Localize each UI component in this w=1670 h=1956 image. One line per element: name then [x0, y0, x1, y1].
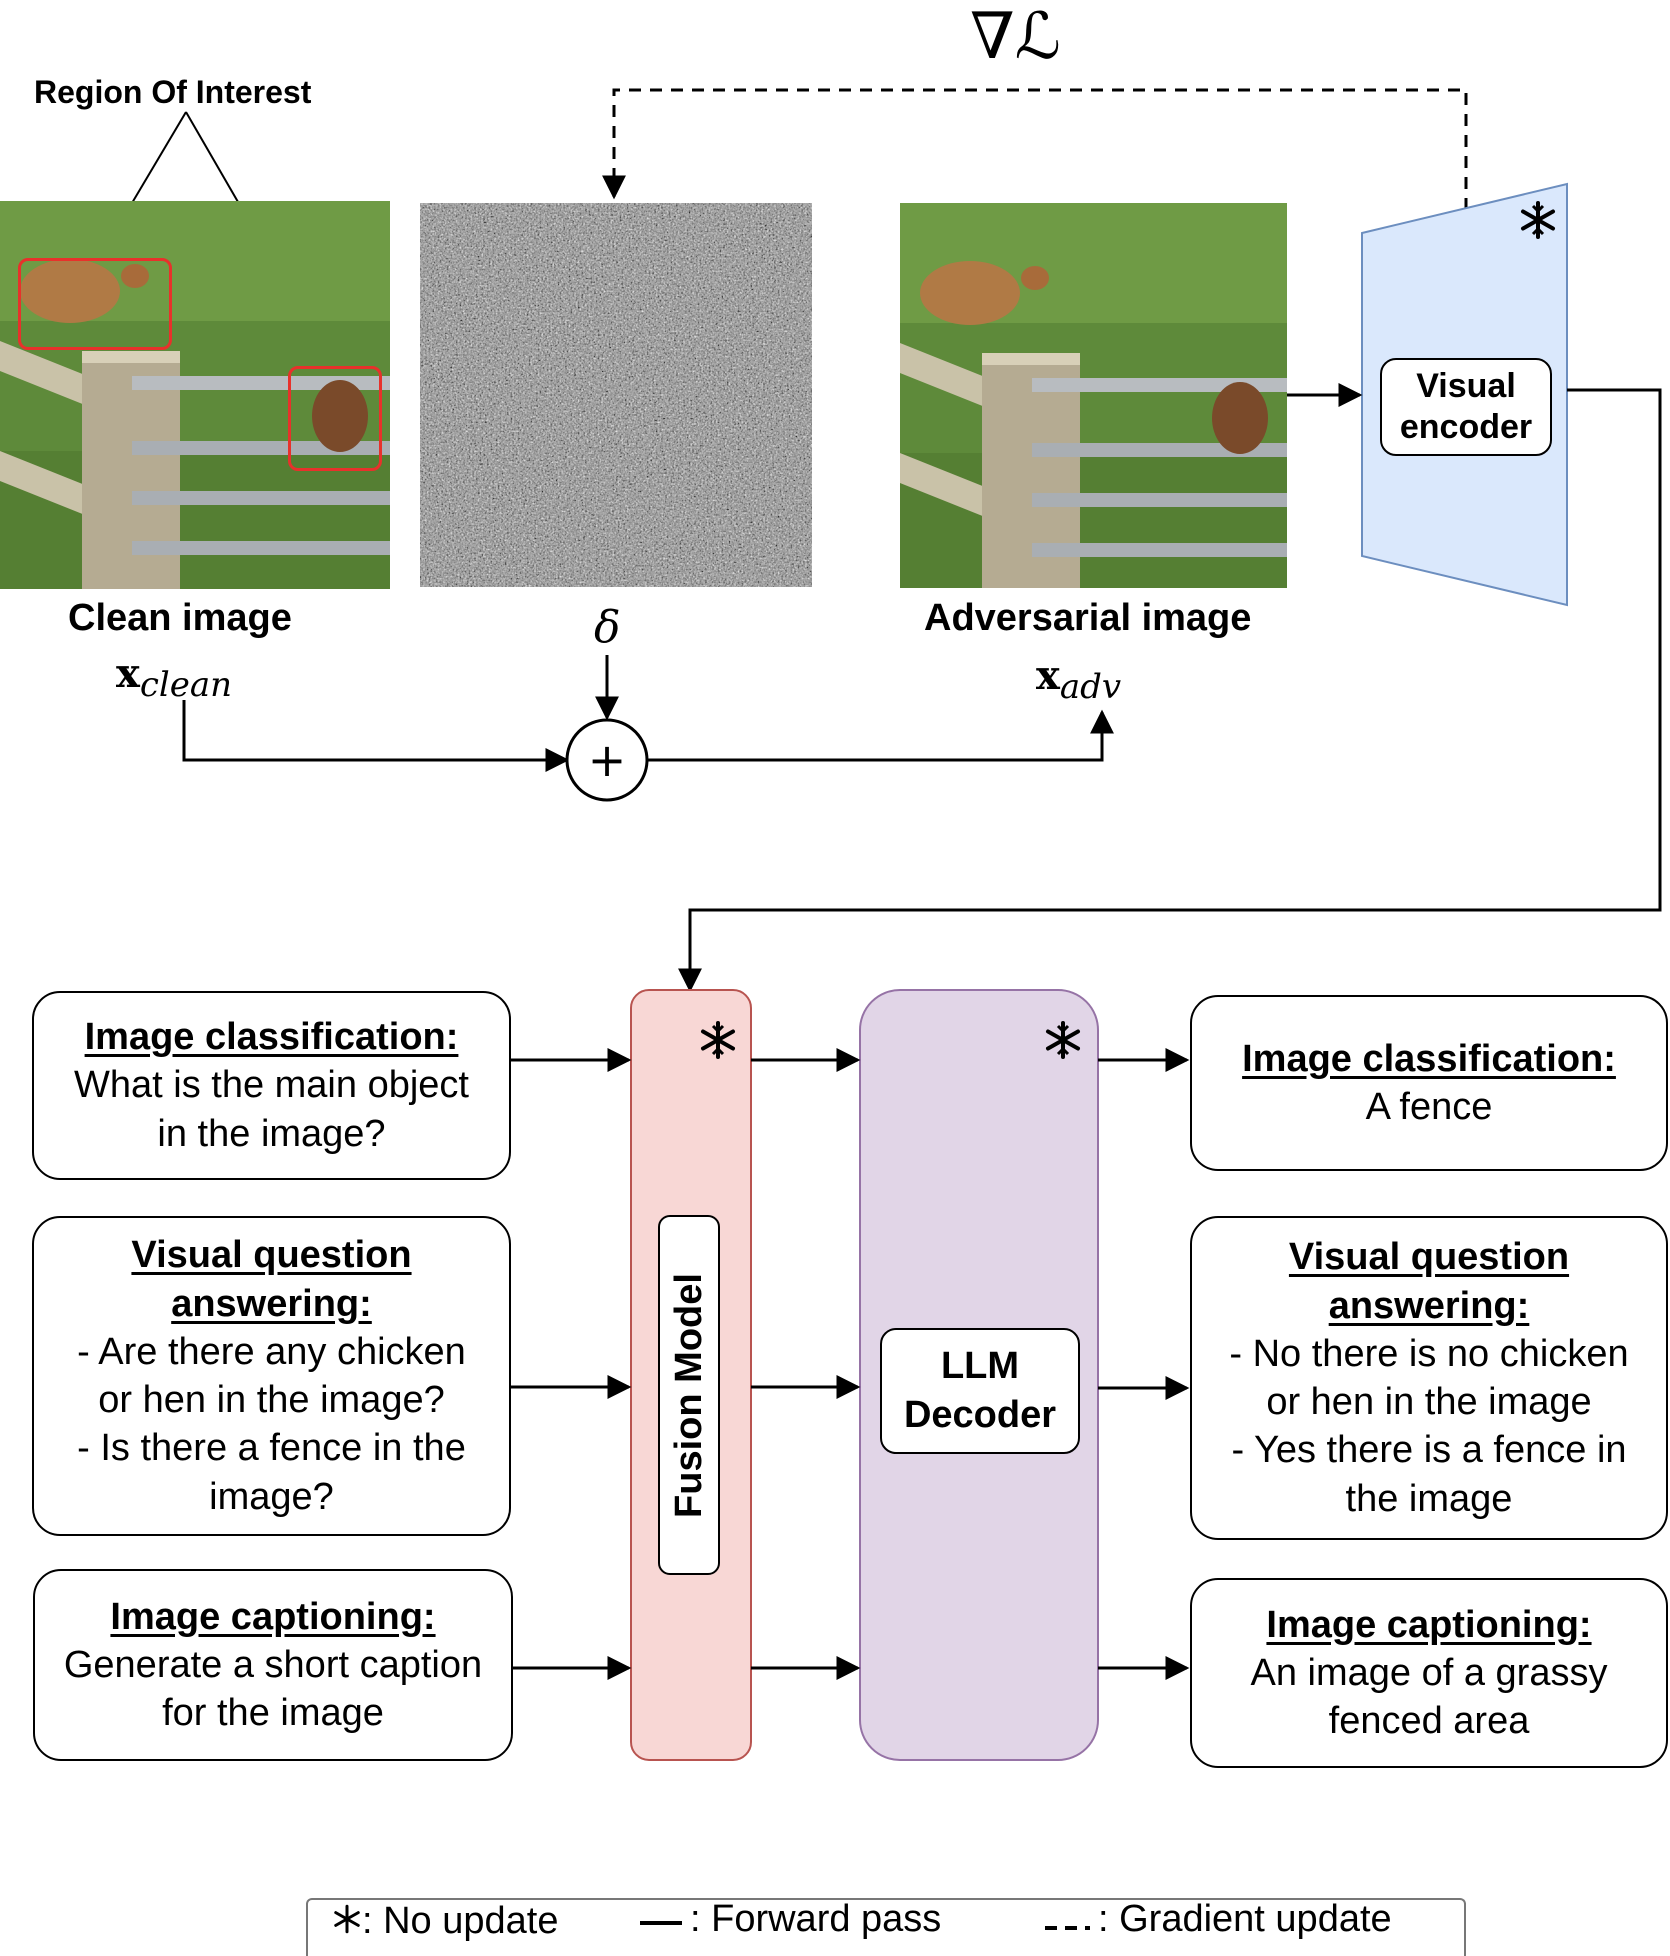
adversarial-image-symbol: xadv [1036, 652, 1122, 707]
input-card-vqa: Visual question answering: - Are there a… [32, 1216, 511, 1536]
input-line: for the image [162, 1692, 384, 1735]
output-title: Image classification: [1242, 1037, 1616, 1080]
snowflake-icon [334, 1904, 360, 1934]
input-title: Image captioning: [110, 1595, 436, 1638]
legend-forward-pass: : Forward pass [690, 1898, 942, 1940]
adversarial-image [900, 203, 1287, 588]
output-line: - Yes there is a fence in [1231, 1429, 1627, 1472]
input-title: Visual question [131, 1234, 412, 1277]
clean-image-symbol: xclean [116, 650, 233, 705]
visual-encoder-line1: Visual [1416, 367, 1516, 406]
output-line: or hen in the image [1266, 1381, 1592, 1423]
legend-no-update: : No update [362, 1900, 559, 1942]
output-card-captioning: Image captioning: An image of a grassy f… [1190, 1578, 1668, 1768]
llm-decoder-label-box: LLM Decoder [880, 1328, 1080, 1454]
output-card-classification: Image classification: A fence [1190, 995, 1668, 1171]
fusion-model-label: Fusion Model [667, 1272, 710, 1518]
output-title: Visual question [1288, 1236, 1570, 1279]
output-line: - No there is no chicken [1229, 1332, 1629, 1375]
output-line: An image of a grassy [1250, 1651, 1608, 1694]
input-line: or hen in the image? [98, 1379, 445, 1421]
noise-perturbation-image [420, 203, 812, 587]
perturbation-symbol: δ [594, 602, 621, 653]
input-line: - Are there any chicken [77, 1330, 466, 1373]
llm-decoder-line1: LLM [940, 1344, 1020, 1387]
adversarial-image-label: Adversarial image [924, 597, 1252, 639]
input-title: Image classification: [84, 1016, 459, 1059]
legend-gradient-update: : Gradient update [1098, 1898, 1392, 1940]
output-card-vqa: Visual question answering: - No there is… [1190, 1216, 1668, 1540]
snowflake-icon [701, 1021, 735, 1059]
snowflake-icon [1046, 1021, 1080, 1059]
encoder-to-fusion-arrow [678, 388, 1662, 993]
input-line: Generate a short caption [63, 1643, 483, 1686]
input-line: in the image? [157, 1112, 386, 1155]
roi-box-1 [18, 258, 172, 350]
roi-label: Region Of Interest [34, 74, 312, 110]
legend-box [306, 1898, 1466, 1956]
roi-box-2 [288, 366, 382, 471]
clean-image-label: Clean image [68, 597, 292, 639]
sum-to-adversarial-arrow [647, 709, 1114, 762]
gradient-update-arrow [602, 88, 1468, 210]
input-title: answering: [171, 1282, 372, 1325]
visual-encoder-label-box: Visual encoder [1380, 358, 1552, 456]
input-card-classification: Image classification: What is the main o… [32, 991, 511, 1180]
input-line: - Is there a fence in the [77, 1427, 466, 1470]
gradient-symbol: ∇ℒ [970, 0, 1061, 74]
output-title: answering: [1328, 1284, 1530, 1327]
output-line: fenced area [1328, 1700, 1530, 1743]
input-card-captioning: Image captioning: Generate a short capti… [33, 1569, 513, 1761]
output-line: the image [1345, 1477, 1513, 1520]
sum-symbol: + [587, 733, 627, 787]
input-line: image? [209, 1475, 334, 1518]
output-line: A fence [1365, 1086, 1493, 1128]
visual-encoder-line2: encoder [1399, 408, 1533, 446]
input-line: What is the main object [74, 1064, 469, 1107]
snowflake-icon [1521, 201, 1555, 239]
output-title: Image captioning: [1266, 1603, 1592, 1646]
llm-decoder-line2: Decoder [903, 1394, 1057, 1436]
clean-to-sum-arrow [182, 700, 570, 772]
fusion-model-label-box: Fusion Model [658, 1215, 720, 1575]
clean-image [0, 201, 390, 589]
